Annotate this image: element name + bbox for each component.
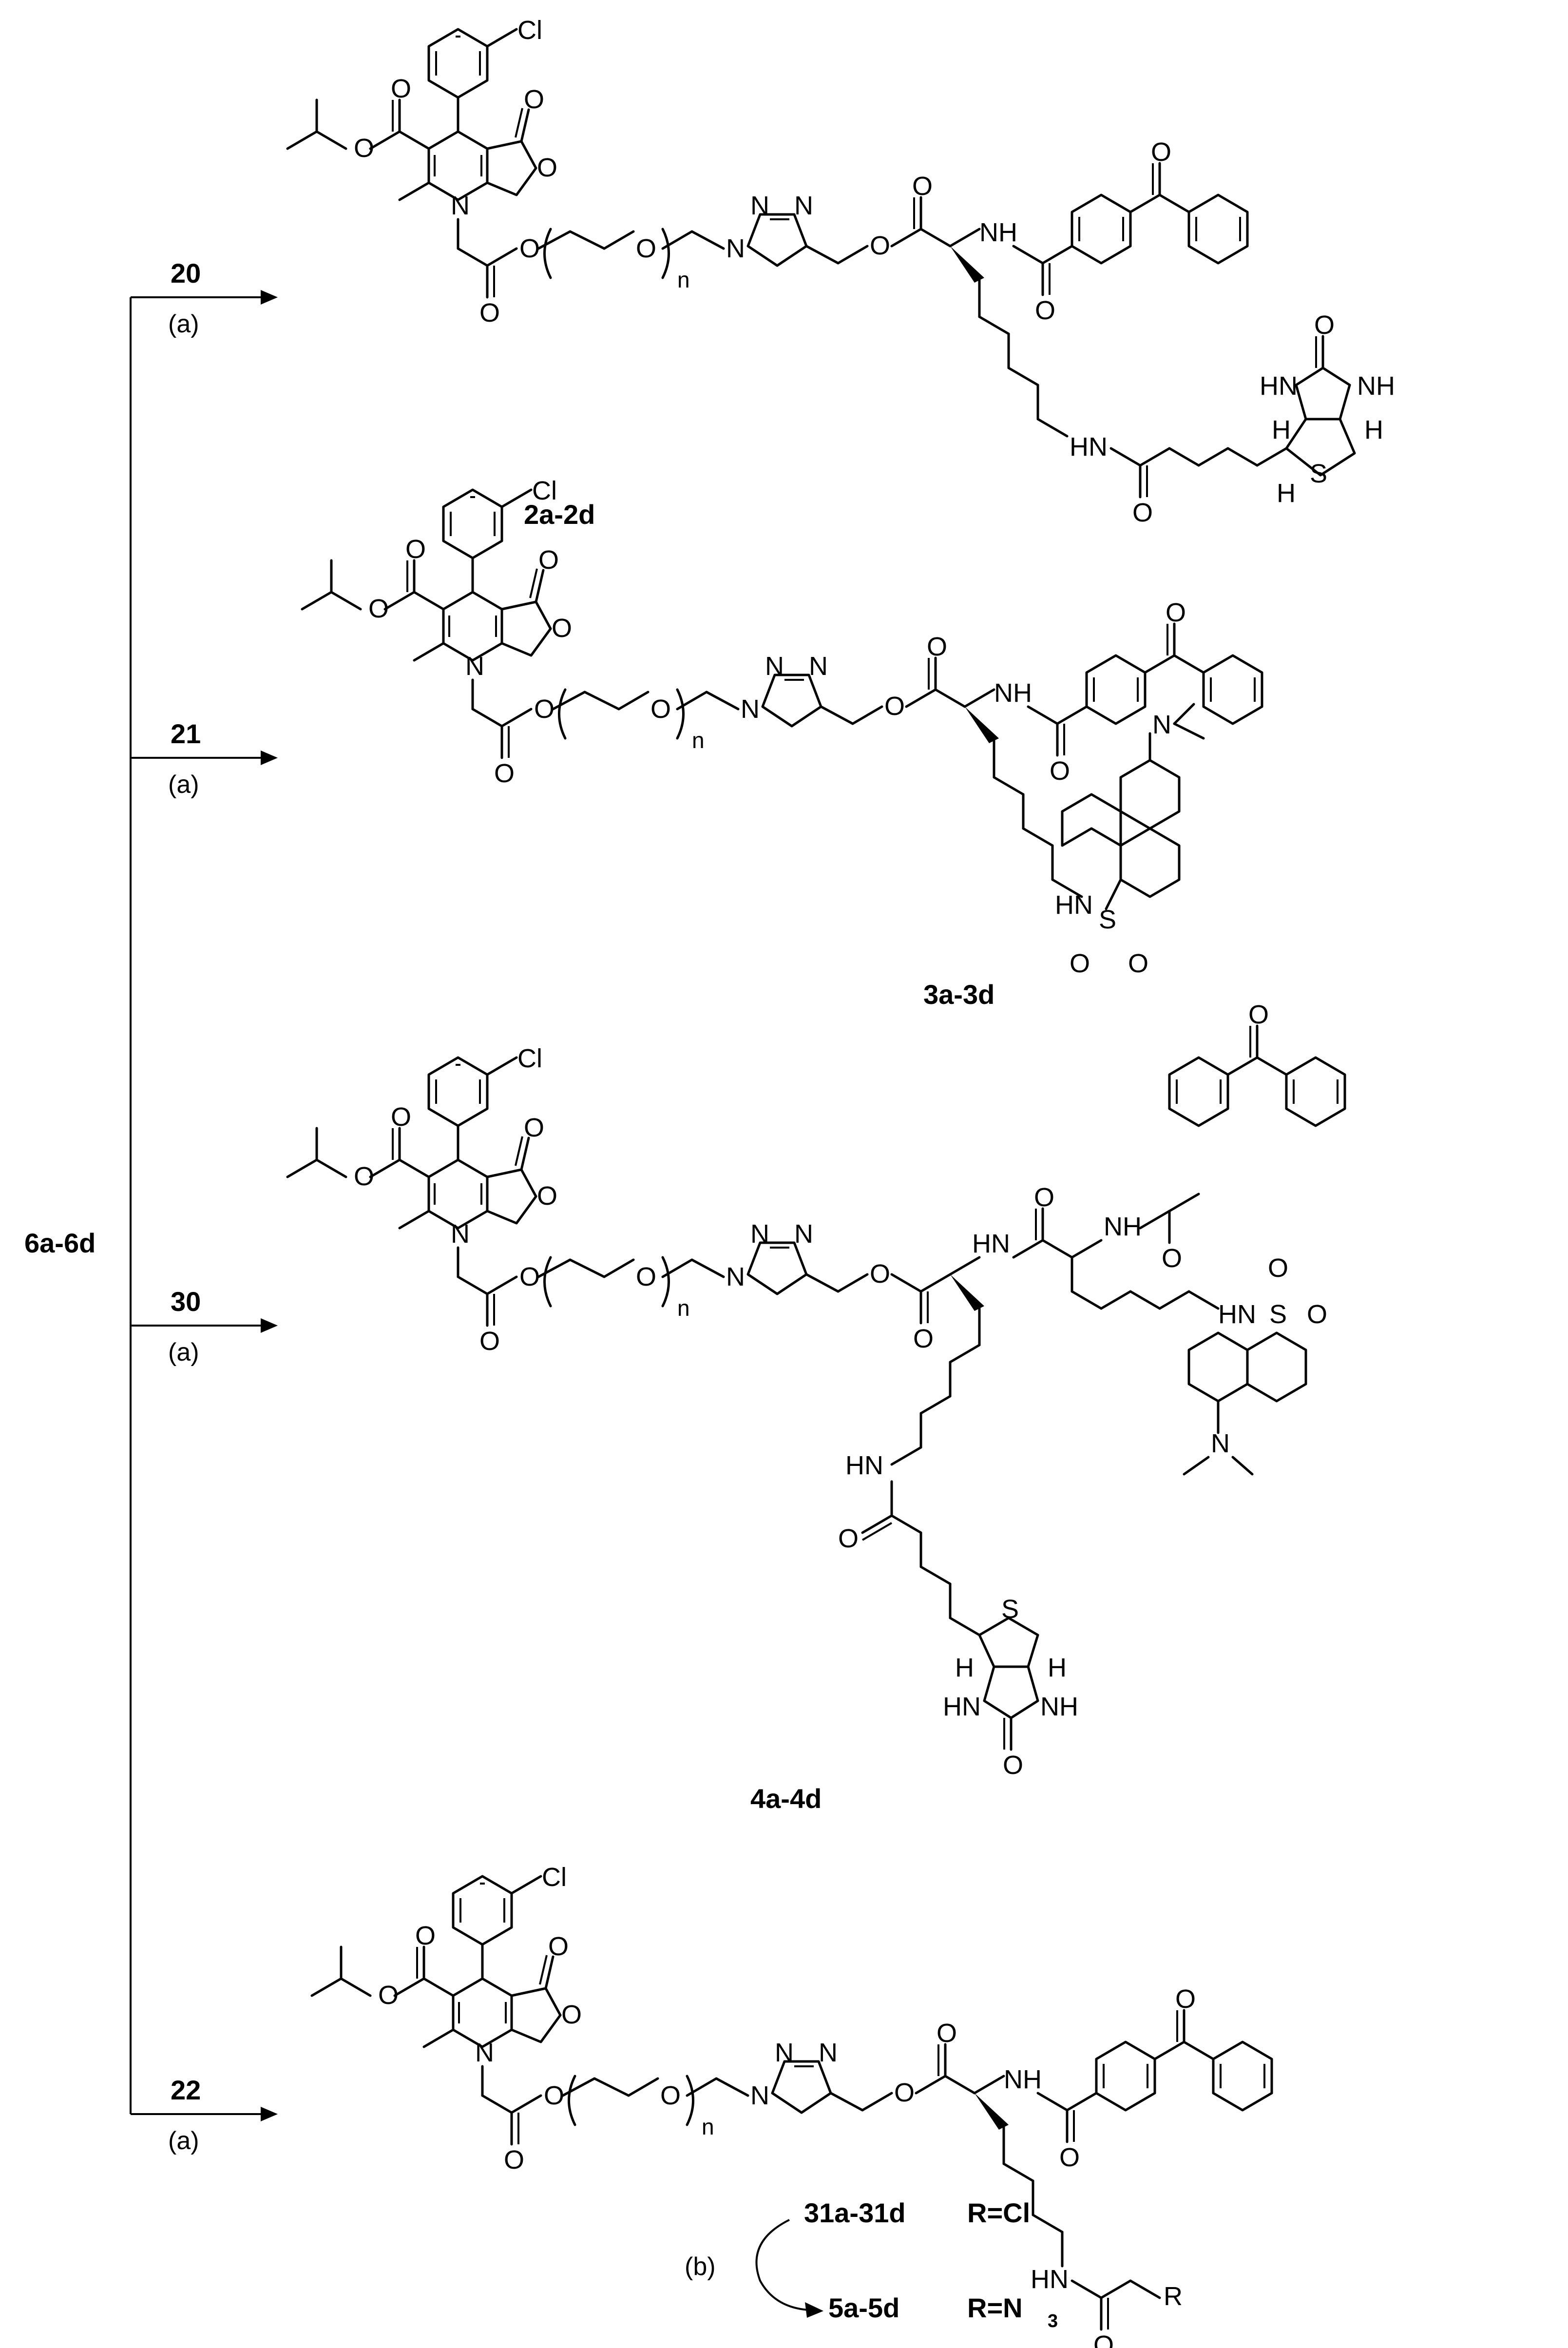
azide-subscript: 3 — [1048, 2311, 1058, 2331]
sulfonamide-nh: HN — [1218, 1300, 1256, 1329]
biotin-amide-oxygen: O — [838, 1524, 859, 1553]
product-5-r-definition: R=N — [967, 2292, 1023, 2323]
biotin-h-right: H — [1364, 415, 1383, 444]
condition-b-label: (b) — [685, 2252, 716, 2281]
biotin-nh-left: HN — [1260, 371, 1298, 401]
condition-a-label: (a) — [168, 310, 199, 338]
biotin-amide-oxygen: O — [1132, 498, 1153, 527]
product-31-r-definition: R=Cl — [967, 2197, 1030, 2228]
benzamide-oxygen: O — [1162, 1244, 1182, 1273]
structure-3a-3d: O NH O HN S O O N — [302, 476, 1262, 978]
sulfonyl-oxygen-1: O — [1268, 1253, 1288, 1283]
reagent-30-label: 30 — [171, 1286, 201, 1317]
biotin-sulfur: S — [1001, 1595, 1019, 1624]
structure-31-5: O NH O HN O R — [312, 1863, 1272, 2348]
structure-2a-2d: O NH O HN O S HN NH O H — [287, 16, 1395, 527]
amide-nh: NH — [979, 218, 1017, 247]
biotin-h-left: H — [1272, 415, 1291, 444]
sulfonyl-oxygen-2: O — [1128, 949, 1148, 978]
reagent-20-label: 20 — [171, 258, 201, 289]
r-group: R — [1164, 2282, 1183, 2311]
sulfonamide-nh: HN — [1055, 890, 1093, 920]
peptide-nh: HN — [972, 1229, 1010, 1258]
sulfonyl-oxygen-2: O — [1307, 1300, 1327, 1329]
biotin-h-bottom: H — [1277, 479, 1296, 508]
chloroacetamide-oxygen: O — [1093, 2330, 1114, 2348]
condition-a-label: (a) — [168, 1338, 199, 1366]
chloroacetamide-nh: HN — [1031, 2265, 1069, 2294]
sulfonyl-sulfur: S — [1269, 1300, 1287, 1329]
biotin-sulfur: S — [1310, 459, 1327, 488]
reagent-21-label: 21 — [171, 718, 201, 749]
ester-carbonyl-oxygen: O — [912, 172, 933, 201]
biotin-h-right: H — [1048, 1653, 1067, 1682]
product-31a-31d-label: 31a-31d — [804, 2197, 906, 2228]
conversion-arrow — [755, 2219, 809, 2311]
biotin-amide-nh: HN — [1070, 432, 1108, 462]
biotin-nh-left: HN — [943, 1692, 981, 1721]
product-3a-3d-label: 3a-3d — [923, 979, 994, 1010]
dimethylamino-nitrogen: N — [1152, 710, 1171, 739]
biotin-amide-nh: HN — [845, 1451, 883, 1480]
ester-carbonyl-oxygen: O — [913, 1324, 934, 1353]
product-5a-5d-label: 5a-5d — [828, 2292, 899, 2323]
structure-4a-4d: O HN O S HN NH O H H HN O — [287, 1000, 1345, 1780]
amide-nh: NH — [1004, 2065, 1042, 2094]
peptide-carbonyl-oxygen: O — [1034, 1183, 1054, 1212]
condition-a-label: (a) — [168, 2127, 199, 2155]
product-4a-4d-label: 4a-4d — [750, 1783, 822, 1814]
ester-carbonyl-oxygen: O — [937, 2019, 957, 2048]
amide-oxygen: O — [1035, 296, 1055, 325]
biotin-urea-oxygen: O — [1314, 310, 1335, 340]
ester-carbonyl-oxygen: O — [927, 632, 947, 661]
amide-oxygen: O — [1059, 2143, 1080, 2172]
condition-a-label: (a) — [168, 770, 199, 799]
dimethylamino-nitrogen: N — [1211, 1429, 1230, 1458]
starting-material-label: 6a-6d — [24, 1228, 96, 1258]
biotin-nh-right: NH — [1357, 371, 1395, 401]
sulfonyl-sulfur: S — [1099, 905, 1116, 934]
biotin-nh-right: NH — [1040, 1692, 1078, 1721]
biotin-urea-oxygen: O — [1003, 1751, 1023, 1780]
sulfonyl-oxygen-1: O — [1070, 949, 1090, 978]
amide-nh: NH — [994, 678, 1032, 708]
biotin-h-left: H — [955, 1653, 974, 1682]
benzamide-nh: NH — [1104, 1212, 1142, 1241]
amide-oxygen: O — [1050, 756, 1070, 786]
reagent-22-label: 22 — [171, 2075, 201, 2105]
